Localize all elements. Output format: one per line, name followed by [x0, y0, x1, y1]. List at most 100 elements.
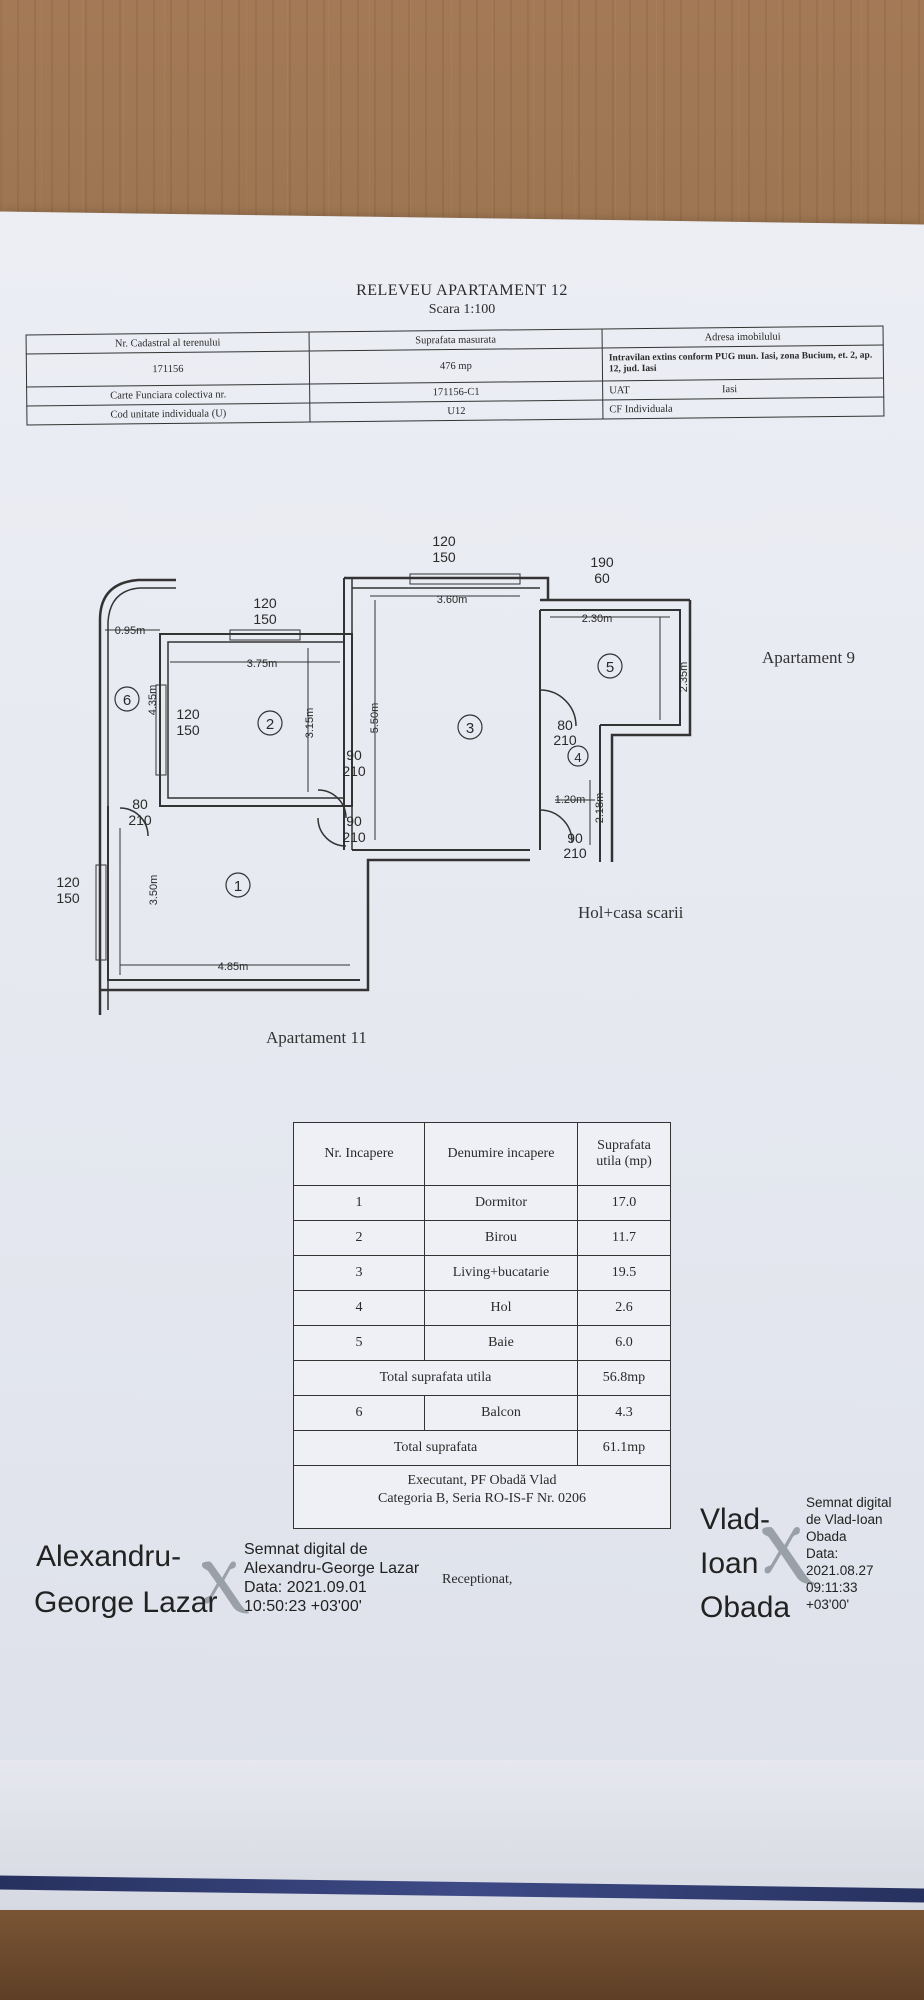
dim-1-20: 1.20m — [555, 794, 586, 806]
room-area: 19.5 — [577, 1255, 671, 1291]
door-arc-room2 — [317, 789, 347, 819]
right-sig-line: 2021.08.27 — [806, 1563, 874, 1578]
dim-120-left: 120 — [56, 874, 80, 890]
room-area: 4.3 — [577, 1395, 671, 1431]
balcony-wall-inner — [107, 587, 176, 1010]
rooms-table: Nr. Incapere Denumire incapere Suprafata… — [293, 1122, 671, 1529]
right-sig-line: Obada — [806, 1529, 847, 1544]
room-1-number: 1 — [234, 878, 242, 895]
right-sig-line: Data: — [806, 1546, 839, 1561]
label-hol-casa-scarii: Hol+casa scarii — [578, 903, 684, 922]
room-area: 6.0 — [577, 1325, 671, 1361]
left-signer-name-line2: George Lazar — [34, 1586, 218, 1619]
room-nr: 6 — [293, 1395, 425, 1431]
left-sig-line: 10:50:23 +03'00' — [244, 1598, 362, 1615]
room-area: 11.7 — [577, 1220, 671, 1256]
executant-line2: Categoria B, Seria RO-IS-F Nr. 0206 — [377, 1491, 587, 1506]
left-sig-line: Alexandru-George Lazar — [244, 1560, 420, 1577]
dim-210-b: 210 — [342, 829, 366, 845]
room-name: Hol — [424, 1290, 578, 1326]
uat-value: Iasi — [721, 383, 738, 395]
right-name-line: Obada — [700, 1591, 791, 1624]
table-row: 6 Balcon 4.3 — [293, 1395, 671, 1431]
cod-value: U12 — [309, 399, 603, 423]
window-room3 — [409, 573, 521, 585]
dim-2-35: 2.35m — [678, 662, 690, 693]
dim-150-r2top: 150 — [253, 611, 277, 627]
room-name: Living+bucatarie — [424, 1255, 578, 1291]
document-title: RELEVEU APARTAMENT 12 — [356, 282, 568, 299]
dim-150-left: 150 — [56, 890, 80, 906]
dim-3-15: 3.15m — [304, 708, 316, 739]
cf-value: CF Individuala — [602, 397, 884, 419]
dim-210-c: 210 — [563, 845, 587, 861]
dim-3-50: 3.50m — [148, 875, 160, 906]
left-sig-line: Data: 2021.09.01 — [244, 1579, 367, 1596]
window-room1 — [95, 864, 107, 961]
label-apartament-11: Apartament 11 — [266, 1028, 367, 1047]
executant-line1: Executant, PF Obadă Vlad — [407, 1473, 557, 1488]
executant-row: Executant, PF Obadă Vlad Categoria B, Se… — [293, 1465, 671, 1529]
room-nr: 2 — [293, 1220, 425, 1256]
area-value: 476 mp — [309, 347, 603, 385]
address-value: Intravilan extins conform PUG mun. Iasi,… — [602, 345, 884, 381]
door-arc-balcony — [119, 807, 149, 837]
dim-4-85: 4.85m — [218, 961, 249, 973]
dim-190: 190 — [590, 554, 614, 570]
rooms-header-area: Suprafata utila (mp) — [577, 1122, 671, 1186]
bath-outer — [610, 600, 692, 862]
dim-120-top: 120 — [432, 533, 456, 549]
left-signature-details: Semnat digital de Alexandru-George Lazar… — [244, 1540, 419, 1616]
table-row: 3 Living+bucatarie 19.5 — [293, 1255, 671, 1291]
document-scale: Scara 1:100 — [428, 302, 496, 317]
left-sig-line: Semnat digital de — [244, 1541, 368, 1558]
signature-mark-right: ⲭ — [760, 1480, 807, 1597]
total-label: Total suprafata — [293, 1430, 578, 1466]
signature-mark-left: ⲭ — [200, 1520, 242, 1625]
room-2-number: 2 — [266, 716, 274, 733]
dim-150-top: 150 — [432, 549, 456, 565]
dim-2-30: 2.30m — [582, 613, 613, 625]
right-signature-details: Semnat digital de Vlad-Ioan Obada Data: … — [806, 1494, 892, 1613]
header-table: Nr. Cadastral al terenului Suprafata mas… — [26, 326, 885, 426]
room-nr: 1 — [293, 1185, 425, 1221]
left-signer-name-line1: Alexandru- — [36, 1540, 182, 1573]
dim-80-hol: 80 — [557, 717, 573, 733]
right-name-line: Ioan — [700, 1547, 759, 1580]
room-4-number: 4 — [574, 750, 581, 765]
room-1-wall — [107, 806, 360, 981]
dim-3-75: 3.75m — [247, 658, 278, 670]
total-utila-label: Total suprafata utila — [293, 1360, 578, 1396]
room-6-number: 6 — [123, 692, 131, 709]
dim-210-hol: 210 — [553, 732, 577, 748]
rooms-header-name: Denumire incapere — [424, 1122, 578, 1186]
document-sheet — [0, 211, 924, 1915]
dim-2-18: 2.18m — [594, 793, 606, 824]
dim-5-50: 5.50m — [369, 703, 381, 734]
room-name: Balcon — [424, 1395, 578, 1431]
room-4-circle — [567, 745, 589, 767]
right-sig-line: +03'00' — [806, 1597, 850, 1612]
dim-120-r2: 120 — [176, 706, 200, 722]
table-row: 5 Baie 6.0 — [293, 1325, 671, 1361]
room-1-circle — [225, 872, 251, 898]
right-name-line: Vlad- — [700, 1503, 771, 1536]
dim-60: 60 — [594, 570, 610, 586]
wood-bottom — [0, 1910, 924, 2000]
room-nr: 5 — [293, 1325, 425, 1361]
table-row: 4 Hol 2.6 — [293, 1290, 671, 1326]
room-1-outer — [100, 858, 530, 992]
label-apartament-9: Apartament 9 — [762, 648, 855, 667]
room-name: Dormitor — [424, 1185, 578, 1221]
right-sig-line: Semnat digital — [806, 1495, 892, 1510]
uat-label: UAT — [609, 384, 630, 396]
receptionat-label: Receptionat, — [442, 1572, 513, 1587]
room-5-circle — [597, 653, 623, 679]
room-name: Baie — [424, 1325, 578, 1361]
door-arc-hol — [539, 689, 577, 727]
window-room2 — [229, 629, 301, 641]
room-3-number: 3 — [466, 720, 474, 737]
dim-0-95: 0.95m — [115, 625, 146, 637]
dim-90-c: 90 — [567, 830, 583, 846]
room-2-circle — [257, 710, 283, 736]
